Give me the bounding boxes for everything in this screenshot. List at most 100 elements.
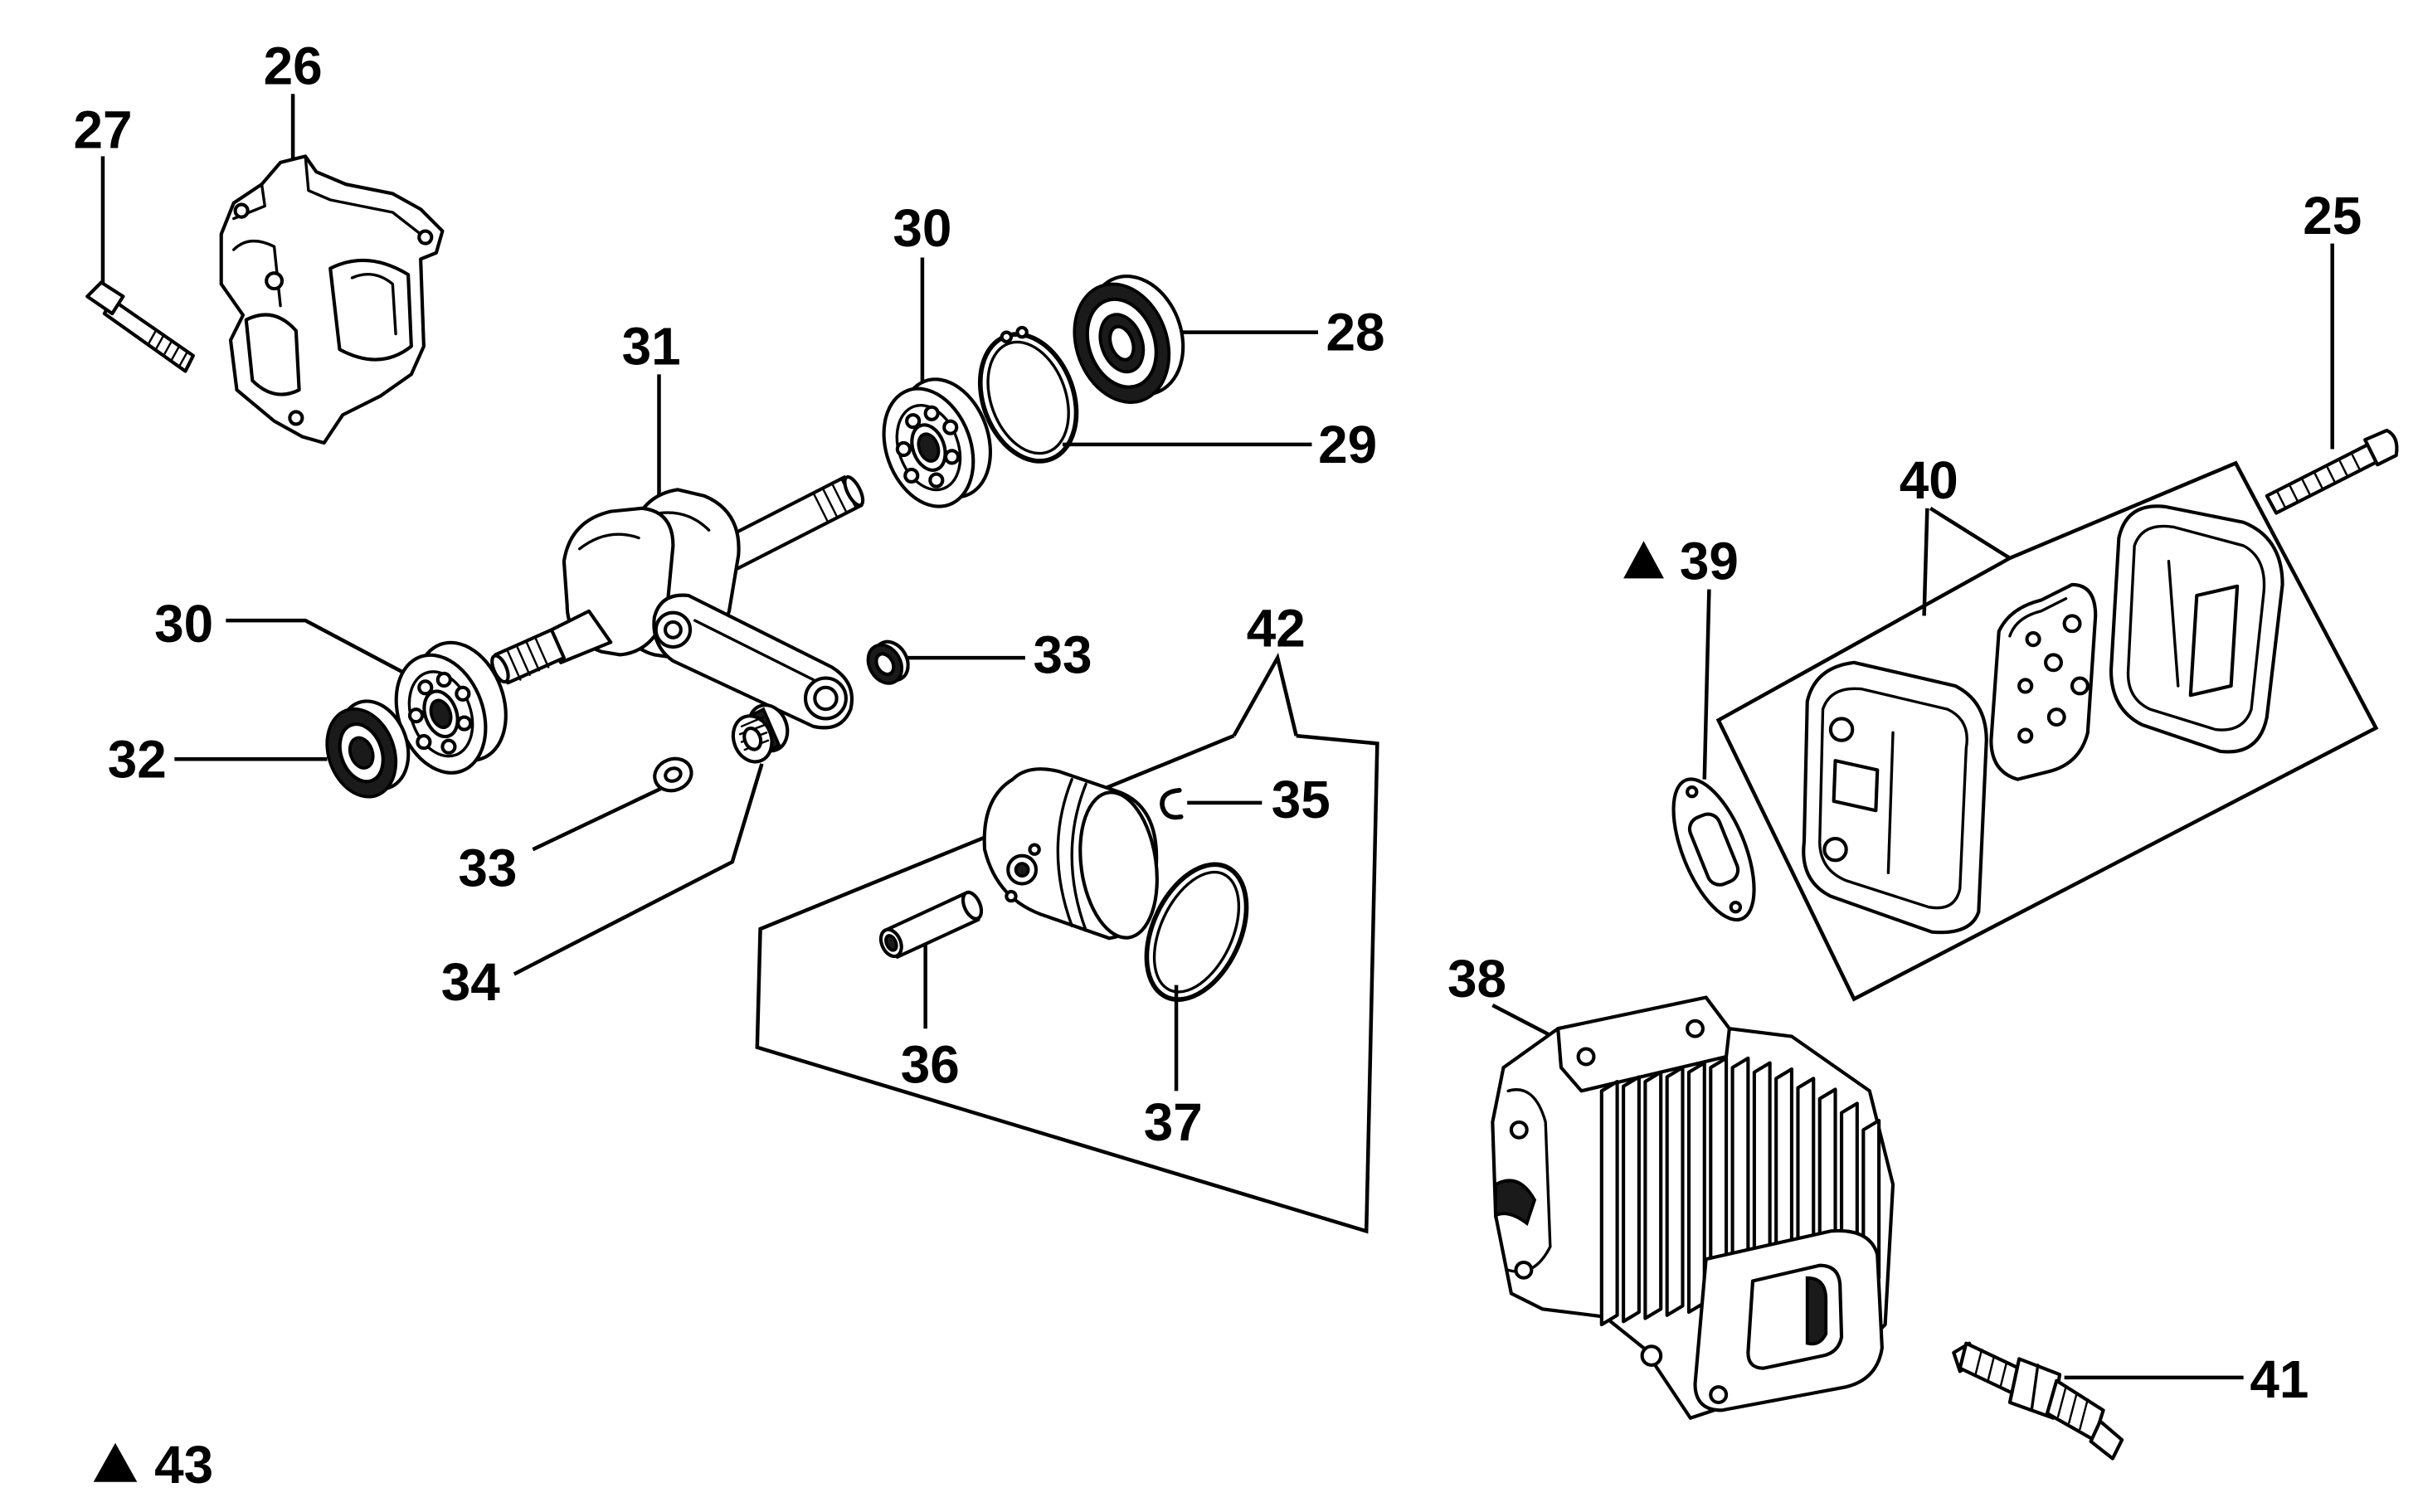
muffler-baffle-plate-shape: [2017, 678, 2034, 694]
crankcase-bolt-shape: [102, 298, 195, 373]
muffler-body-shape: [1828, 717, 1855, 742]
crankshaft: [490, 475, 865, 730]
muffler-baffle-plate-shape: [1989, 582, 2098, 781]
spark-plug-shape: [1974, 1348, 2008, 1388]
circlip: [977, 325, 1079, 464]
muffler-gasket-shape: [1687, 812, 1740, 887]
muffler-gasket: [1671, 777, 1756, 922]
main-bearing-top-shape: [917, 432, 941, 463]
callout-29: 29: [1318, 415, 1377, 474]
main-bearing-left-shape: [429, 698, 453, 730]
main-bearing-left: [394, 640, 508, 775]
muffler-body: [1802, 660, 1988, 935]
crankshaft-shape: [813, 685, 839, 712]
callout-41: 41: [2250, 1349, 2309, 1409]
muffler-gasket-shape: [1729, 900, 1743, 914]
main-bearing-top-shape: [928, 472, 945, 489]
cylinder-cooling-fins-shape: [1599, 1079, 1619, 1327]
spark-plug-shape: [2089, 1419, 2124, 1461]
circlip-shape: [986, 340, 1070, 455]
piston-ring: [1144, 862, 1249, 1002]
main-bearing-top-shape: [905, 413, 922, 430]
crankshaft-shape: [507, 638, 550, 681]
piston-shape: [1028, 843, 1041, 856]
muffler-baffle-plate-shape: [2044, 653, 2063, 673]
callout-38: 38: [1447, 949, 1506, 1009]
leader-line-40-down: [1922, 508, 1929, 616]
thrust-washer-right: [866, 639, 910, 685]
leader-line-30-left: [226, 618, 410, 677]
crankshaft-shape: [693, 619, 815, 682]
muffler-body-shape: [1886, 731, 1895, 875]
muffler-baffle-plate-shape: [2070, 676, 2090, 696]
crankcase-half-shape: [244, 313, 301, 396]
cylinder-exhaust-flange-shape: [1640, 1344, 1663, 1367]
callout-33-right: 33: [1033, 625, 1092, 684]
callout-26: 26: [264, 36, 323, 95]
muffler-baffle-plate: [1989, 582, 2098, 781]
crankcase-half-shape: [232, 240, 282, 308]
leader-line-33-lower: [532, 786, 662, 852]
spark-plug-shape: [2056, 1385, 2090, 1431]
piston: [982, 767, 1159, 941]
crankcase-half-shape: [417, 229, 434, 246]
cylinder-cooling-fins-shape: [1622, 1075, 1641, 1324]
piston-shape: [1070, 782, 1087, 932]
muffler-cover-shape: [2126, 524, 2266, 732]
muffler-cover-shape: [2167, 560, 2180, 688]
piston-shape: [1014, 862, 1030, 878]
cylinder-cooling-fins-shape: [1643, 1070, 1663, 1320]
muffler-body-shape: [1832, 759, 1880, 813]
crankcase-bolt-shape: [147, 329, 188, 368]
muffler-cover: [2109, 504, 2284, 754]
crankcase-half-shape: [233, 202, 250, 219]
crankcase-half: [219, 154, 445, 445]
muffler-baffle-plate-shape: [2008, 597, 2068, 638]
main-bearing-top-shape: [942, 419, 959, 435]
main-bearing-left-shape: [455, 685, 471, 702]
callout-28: 28: [1326, 303, 1385, 362]
crankcase-bolt: [85, 280, 195, 373]
crankshaft-shape: [663, 620, 683, 639]
oil-seal-right: [1073, 275, 1185, 404]
muffler-cover-shape: [2188, 584, 2240, 698]
main-bearing-top: [882, 377, 992, 508]
muffler-screw: [2265, 428, 2399, 515]
main-bearing-top-shape: [895, 404, 962, 492]
thrust-washer-right-shape: [874, 652, 896, 677]
cylinder-shape: [1514, 1260, 1534, 1280]
piston-shape: [1056, 777, 1073, 927]
callout-25: 25: [2303, 186, 2362, 246]
main-bearing-top-shape: [944, 449, 961, 465]
group-box-40: [1715, 460, 2379, 1002]
callout-40: 40: [1900, 450, 1958, 510]
callout-39: 39: [1680, 532, 1739, 591]
crankcase-half-shape: [265, 271, 285, 291]
oil-seal-left-shape: [348, 736, 375, 770]
cylinder-exhaust-flange-shape: [1805, 1276, 1828, 1346]
crankcase-half-shape: [328, 258, 413, 362]
main-bearing-left-shape: [417, 679, 434, 696]
callout-33-lower: 33: [458, 839, 517, 898]
muffler-baffle-plate-shape: [2062, 614, 2082, 634]
crankshaft-shape: [652, 593, 854, 730]
main-bearing-top-shape: [895, 440, 912, 458]
crankshaft-shape: [812, 477, 857, 523]
callout-31: 31: [622, 317, 681, 377]
cylinder-exhaust-flange-shape: [1709, 1385, 1729, 1405]
needle-bearing: [731, 703, 790, 764]
group-box-42: [755, 733, 1379, 1234]
main-bearing-left-shape: [435, 671, 452, 688]
piston-pin: [878, 890, 984, 959]
circlip-shape: [1000, 330, 1014, 343]
cylinder-cooling-fins-shape: [1665, 1066, 1685, 1317]
leader-line-34: [513, 763, 764, 976]
leader-lines: [100, 94, 2379, 1380]
crankshaft-shape: [578, 532, 640, 551]
main-bearing-left-shape: [416, 734, 432, 751]
callout-36: 36: [901, 1034, 960, 1094]
muffler-baffle-plate-shape: [2017, 727, 2034, 744]
circlip-shape: [1015, 325, 1029, 339]
callout-43: 43: [154, 1435, 213, 1495]
